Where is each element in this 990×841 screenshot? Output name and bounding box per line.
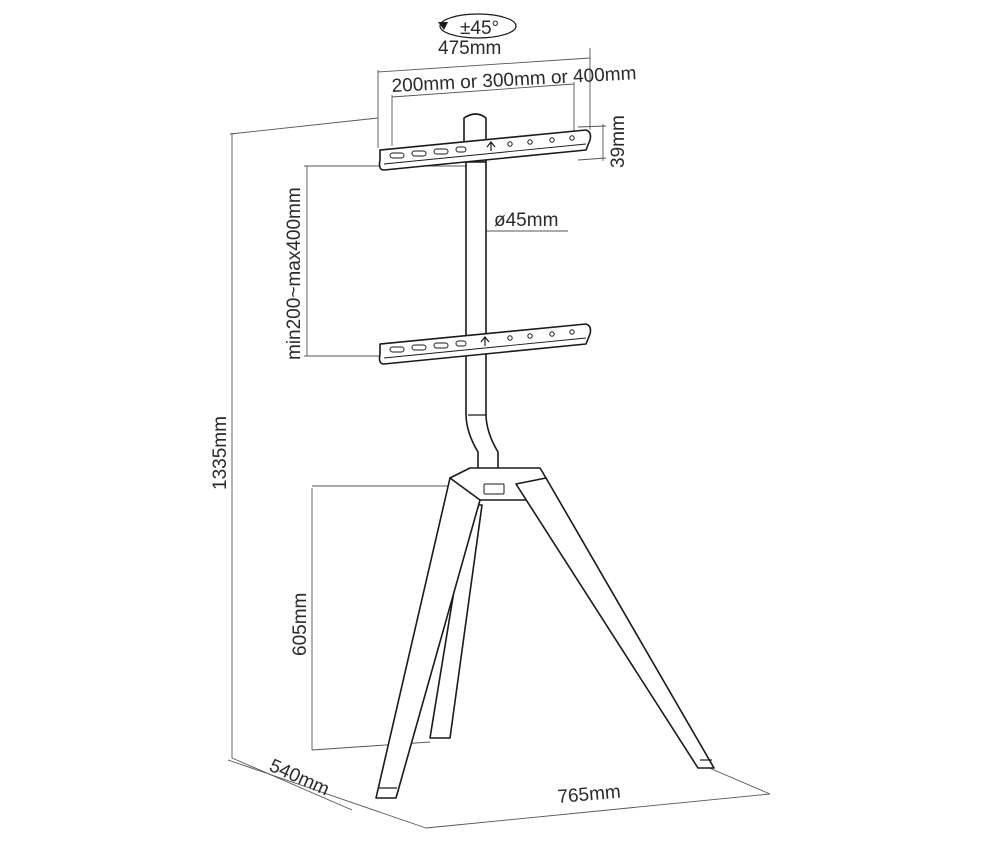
rotation-indicator (438, 13, 517, 39)
top-bracket (378, 129, 592, 171)
depth-label: 540mm (266, 755, 332, 800)
front-right-leg (515, 477, 715, 769)
pole-diameter-label: ø45mm (494, 210, 558, 231)
bracket-spacing-label: min200~max400mm (284, 187, 305, 360)
rotation-label: ±45° (460, 18, 499, 39)
rotation-arrow-icon (438, 22, 448, 30)
dimension-lines (227, 48, 771, 829)
up-arrow-icon (486, 141, 496, 151)
total-height-label: 1335mm (210, 416, 231, 490)
front-left-leg (375, 477, 481, 799)
pole (463, 113, 499, 471)
width-label: 765mm (557, 782, 622, 808)
bracket-height-label: 39mm (608, 115, 629, 168)
leg-height-label: 605mm (290, 593, 311, 656)
bracket-width-label: 475mm (438, 38, 501, 59)
up-arrow-icon (480, 336, 490, 346)
lower-bracket (378, 323, 592, 365)
